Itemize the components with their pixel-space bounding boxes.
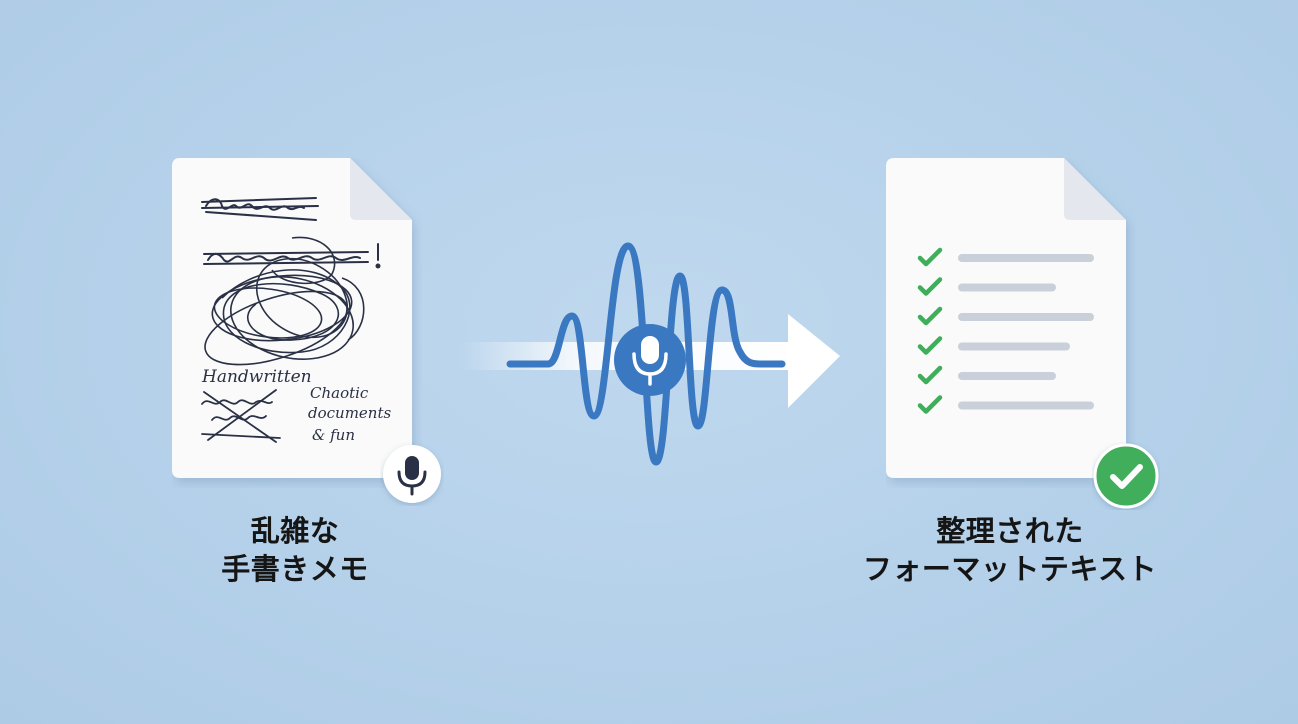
checklist-item [917,247,1094,267]
left-caption-line1: 乱雑な [250,514,340,548]
microphone-icon [632,336,668,386]
checklist-item [917,336,1070,355]
arrow-right-icon [460,242,840,466]
check-icon [917,395,943,414]
left-caption-line2: 手書きメモ [221,552,369,586]
text-line-placeholder [958,313,1094,321]
handwritten-note-line2: documents [308,404,391,422]
formatted-document [886,158,1136,488]
checklist-item [917,395,1094,414]
conversion-arrow [460,236,850,468]
success-badge [1092,442,1160,510]
sound-waveform [506,242,786,466]
checklist [917,247,1094,414]
right-caption-line1: 整理された [936,514,1084,548]
text-line-placeholder [958,401,1094,410]
check-icon [917,247,943,267]
text-line-placeholder [958,372,1056,380]
right-caption-line2: フォーマットテキスト [862,552,1158,586]
microphone-badge [380,442,444,506]
check-icon [917,336,943,355]
text-line-placeholder [958,254,1094,262]
checklist-item [917,306,1094,326]
left-caption: 乱雑な 手書きメモ [160,512,430,588]
checklist-item [917,277,1056,296]
handwritten-document-graphic: Handwritten Chaotic documents & fun [172,158,412,478]
formatted-document-graphic [886,158,1126,478]
checklist-item [917,365,1056,385]
text-line-placeholder [958,283,1056,292]
check-icon [917,277,943,296]
microphone-icon [383,445,441,503]
check-icon [917,306,943,326]
handwritten-word: Handwritten [201,367,312,387]
text-line-placeholder [958,342,1070,351]
handwritten-note-line1: Chaotic [310,384,369,402]
handwritten-document: Handwritten Chaotic documents & fun [172,158,422,488]
check-icon [917,365,943,385]
right-caption: 整理された フォーマットテキスト [840,512,1180,588]
handwritten-note-line3: & fun [312,426,355,444]
checkmark-icon [1093,443,1159,509]
